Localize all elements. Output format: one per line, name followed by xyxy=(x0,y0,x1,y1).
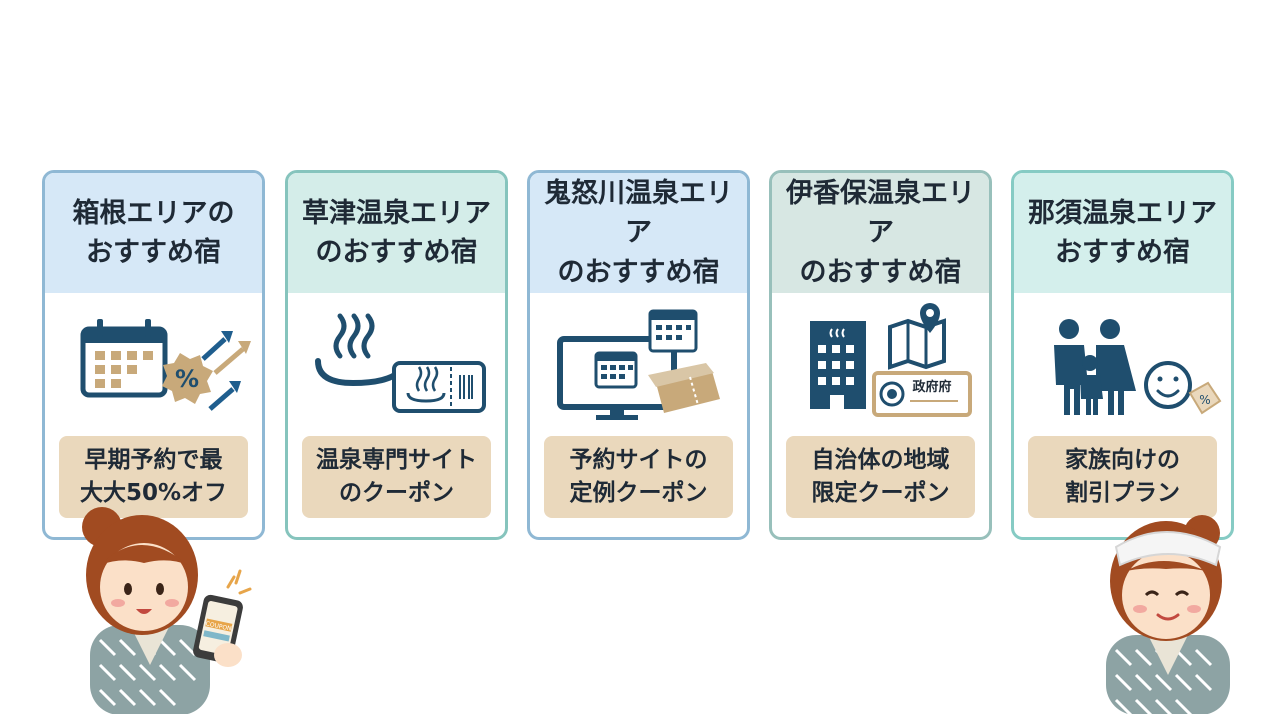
municipal-coupon-icon: 政府府 xyxy=(810,303,972,417)
svg-text:%: % xyxy=(175,365,199,393)
card-header: 鬼怒川温泉エリア のおすすめ宿 xyxy=(530,173,747,293)
card-ikaho[interactable]: 伊香保温泉エリア のおすすめ宿 政府府 自治体の地域 限定クーポン xyxy=(769,170,992,540)
offer-badge: 早期予約で最 大大50%オフ xyxy=(59,436,248,518)
offer-badge: 家族向けの 割引プラン xyxy=(1028,436,1217,518)
card-title: 那須温泉エリア おすすめ宿 xyxy=(1028,197,1217,268)
card-header: 伊香保温泉エリア のおすすめ宿 xyxy=(772,173,989,293)
calendar-discount-icon: % xyxy=(80,319,251,411)
offer-badge: 自治体の地域 限定クーポン xyxy=(786,436,975,518)
svg-text:%: % xyxy=(1199,393,1210,407)
card-title: 草津温泉エリア のおすすめ宿 xyxy=(302,197,491,268)
booking-site-icon xyxy=(557,309,720,420)
card-title: 箱根エリアの おすすめ宿 xyxy=(72,197,235,268)
offer-text: 早期予約で最 大大50%オフ xyxy=(79,446,228,506)
card-kinugawa[interactable]: 鬼怒川温泉エリア のおすすめ宿 予約サイトの 定例クーポン xyxy=(527,170,750,540)
card-hakone[interactable]: 箱根エリアの おすすめ宿 % 早期予約で最 大大50%オフ xyxy=(42,170,265,540)
girl-with-towel-illustration xyxy=(1106,515,1230,714)
card-title: 鬼怒川温泉エリア のおすすめ宿 xyxy=(544,178,733,288)
card-header: 草津温泉エリア のおすすめ宿 xyxy=(288,173,505,293)
card-nasu[interactable]: 那須温泉エリア おすすめ宿 % 家族向けの 割引プラン xyxy=(1011,170,1234,540)
card-title: 伊香保温泉エリア のおすすめ宿 xyxy=(786,178,975,288)
offer-text: 温泉専門サイト のクーポン xyxy=(316,446,477,506)
card-kusatsu[interactable]: 草津温泉エリア のおすすめ宿 温泉専門サイト のクーポン xyxy=(285,170,508,540)
offer-badge: 予約サイトの 定例クーポン xyxy=(544,436,733,518)
offer-badge: 温泉専門サイト のクーポン xyxy=(302,436,491,518)
office-sign-text: 政府府 xyxy=(912,379,951,395)
card-header: 箱根エリアの おすすめ宿 xyxy=(45,173,262,293)
offer-text: 家族向けの 割引プラン xyxy=(1065,446,1180,506)
girl-with-phone-illustration: COUPON xyxy=(82,507,252,714)
offer-text: 自治体の地域 限定クーポン xyxy=(811,446,950,506)
onsen-ticket-icon xyxy=(315,313,486,413)
offer-text: 予約サイトの 定例クーポン xyxy=(569,446,708,506)
card-header: 那須温泉エリア おすすめ宿 xyxy=(1014,173,1231,293)
family-discount-icon: % xyxy=(1054,319,1222,415)
